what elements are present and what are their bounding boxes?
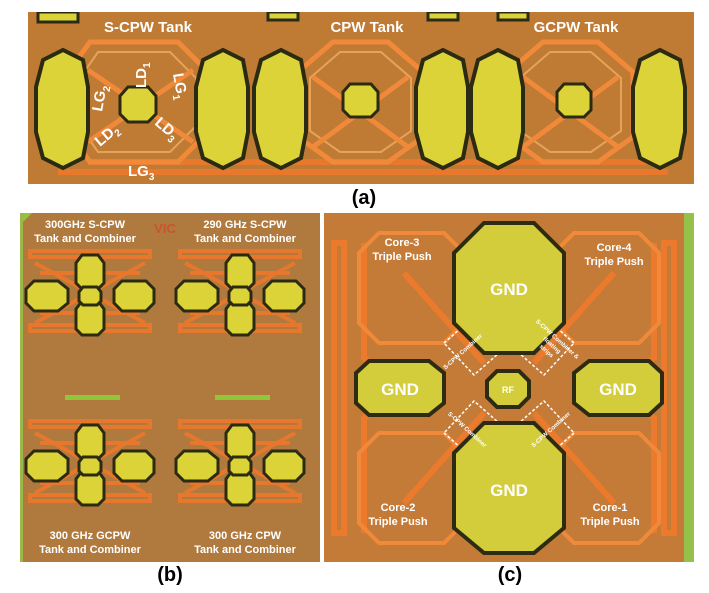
b-br-label-2: Tank and Combiner	[194, 544, 297, 556]
gnd-pad-right	[572, 359, 664, 417]
s-cpw-tank-label: S-CPW Tank	[104, 19, 193, 36]
rf-label: RF	[502, 385, 514, 395]
lg1-label: LG1	[166, 72, 190, 102]
s-cpw-center-pad	[118, 85, 158, 124]
panel-c-micrograph: GND GND GND GND RF Core-3 Triple Push Co…	[324, 213, 694, 562]
caption-b: (b)	[157, 564, 183, 586]
b-bl-label-1: 300 GHz GCPW	[50, 530, 131, 542]
cpw-tank	[295, 39, 426, 165]
core3-label-2: Triple Push	[372, 251, 432, 263]
gcpw-center-pad	[555, 82, 593, 119]
gnd-pad-bottom	[452, 421, 566, 555]
panel-c-image: GND GND GND GND RF Core-3 Triple Push Co…	[324, 213, 694, 562]
caption-a: (a)	[351, 187, 377, 209]
panel-b-image: 300GHz S-CPW Tank and Combiner 290 GHz S…	[20, 213, 320, 562]
b-tl-label-1: 300GHz S-CPW	[45, 219, 126, 231]
b-br-label-1: 300 GHz CPW	[209, 530, 282, 542]
vic-logo: VIC	[154, 221, 176, 236]
core2-label-1: Core-2	[381, 502, 416, 514]
panel-a-image: S-CPW Tank CPW Tank GCPW Tank LG2 LD1 LG…	[28, 12, 694, 184]
b-tr-label-2: Tank and Combiner	[194, 233, 297, 245]
caption-c: (c)	[497, 564, 523, 586]
lg2-label: LG2	[89, 83, 113, 113]
gnd-right-label: GND	[599, 380, 637, 399]
gcpw-tank-label: GCPW Tank	[534, 19, 619, 36]
b-bl-label-2: Tank and Combiner	[39, 544, 142, 556]
b-tr-label-1: 290 GHz S-CPW	[203, 219, 287, 231]
b-tl-label-2: Tank and Combiner	[34, 233, 137, 245]
cpw-tank-label: CPW Tank	[330, 19, 404, 36]
gnd-left-label: GND	[381, 380, 419, 399]
gnd-top-label: GND	[490, 280, 528, 299]
core3-label-1: Core-3	[385, 237, 420, 249]
core2-label-2: Triple Push	[368, 516, 428, 528]
core1-label-2: Triple Push	[580, 516, 640, 528]
gnd-pad-left	[354, 359, 446, 417]
ground-pads-a	[34, 47, 687, 171]
core4-label-1: Core-4	[597, 242, 633, 254]
rf-pad	[485, 369, 531, 409]
lg3-label: LG3	[128, 163, 155, 183]
core4-label-2: Triple Push	[584, 256, 644, 268]
panel-b-micrograph: 300GHz S-CPW Tank and Combiner 290 GHz S…	[20, 213, 320, 562]
cpw-center-pad	[341, 82, 380, 119]
panel-a-micrograph: S-CPW Tank CPW Tank GCPW Tank LG2 LD1 LG…	[28, 12, 694, 184]
ld1-label: LD1	[133, 62, 153, 88]
core1-label-1: Core-1	[593, 502, 628, 514]
gnd-bottom-label: GND	[490, 481, 528, 500]
gnd-pad-top	[452, 221, 566, 355]
